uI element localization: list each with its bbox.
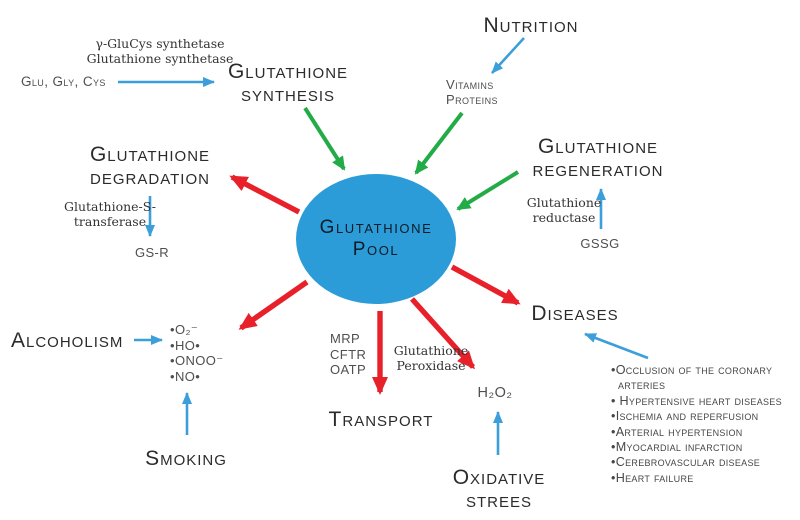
diseases-list: •Occlusion of the coronary arteries • Hy… — [611, 363, 789, 486]
substrates-label: Glu, Gly, Cys — [21, 74, 106, 89]
vitamins-line: Vitamins — [446, 77, 494, 92]
degradation-label-line2: degradation — [90, 166, 210, 189]
transporter-mrp: MRP — [330, 331, 361, 346]
gssg-label: GSSG — [580, 236, 620, 251]
glutathione-pool-node: Glutathione Pool — [296, 174, 456, 304]
transporter-cftr: CFTR — [330, 346, 367, 362]
glutathione-synthetase-line: Glutathione synthetase — [86, 50, 234, 66]
synthesis-label-line2: synthesis — [240, 83, 336, 106]
oxidative-stress-label: Oxidative strees — [453, 466, 546, 512]
synthesis-enzymes-label: γ-GluCys synthetase Glutathione syntheta… — [86, 36, 234, 66]
peroxidase-line1: Glutathione — [393, 343, 469, 358]
peroxidase-line2: Peroxidase — [396, 357, 466, 373]
disease-item-occlusion: •Occlusion of the coronary arteries — [611, 363, 773, 393]
arrow-nutrition-to-vitamins — [491, 37, 525, 74]
alcoholism-label: Alcoholism — [11, 329, 124, 352]
degradation-label-line1: Glutathione — [89, 143, 211, 166]
pool-label-line1: Glutathione — [319, 217, 433, 238]
radical-nitric-oxide: •NO• — [170, 368, 201, 384]
free-radicals-list: •O₂⁻ •HO• •ONOO⁻ •NO• — [170, 322, 224, 384]
regeneration-label-line1: Glutathione — [537, 135, 659, 158]
radical-hydroxyl: •HO• — [170, 337, 201, 353]
disease-item-cerebrovascular: •Cerebrovascular disease — [611, 455, 761, 470]
gsr-label: GS-R — [134, 245, 170, 260]
oxidative-line1: Oxidative — [452, 466, 546, 489]
glutathione-synthesis-label: Glutathione synthesis — [228, 60, 348, 106]
arrow-regeneration-to-pool — [456, 170, 520, 211]
proteins-line: Proteins — [446, 92, 498, 107]
h2o2-label: H₂O₂ — [477, 385, 513, 401]
nutrition-label: Nutrition — [483, 14, 579, 37]
vitamins-proteins-label: Vitamins Proteins — [446, 77, 498, 107]
transferase-line2: transferase — [73, 213, 147, 229]
pool-label-line2: Pool — [352, 239, 400, 260]
reductase-line2: reductase — [532, 209, 596, 225]
arrow-vitamins-to-pool — [414, 111, 464, 175]
glutathione-degradation-label: Glutathione degradation — [90, 143, 210, 189]
disease-item-hypertensive-heart: • Hypertensive heart diseases — [611, 393, 782, 408]
disease-item-heart-failure: •Heart failure — [611, 470, 694, 485]
arrow-pool-to-degradation — [229, 174, 301, 215]
diseases-label: Diseases — [531, 302, 619, 325]
smoking-label: Smoking — [145, 447, 227, 470]
arrow-pool-to-diseases — [450, 264, 521, 306]
synthesis-label-line1: Glutathione — [227, 60, 349, 83]
transferase-label: Glutathione-S- transferase — [63, 199, 157, 229]
arrow-synthesis-to-pool — [303, 106, 346, 171]
transferase-line1: Glutathione-S- — [63, 199, 157, 214]
radical-superoxide: •O₂⁻ — [170, 322, 199, 337]
arrow-diseaselist-to-diseases — [584, 332, 649, 360]
glutathione-regeneration-label: Glutathione regeneration — [533, 135, 664, 181]
oxidative-line2: strees — [465, 489, 533, 512]
radical-peroxynitrite: •ONOO⁻ — [170, 353, 224, 368]
disease-item-ischemia: •Ischemia and reperfusion — [611, 409, 759, 424]
disease-item-arterial-hypertension: •Arterial hypertension — [611, 424, 743, 439]
disease-item-myocardial-infarction: •Myocardial infarction — [611, 440, 743, 455]
reductase-line1: Glutathione — [526, 195, 602, 210]
arrow-pool-to-radicals — [238, 279, 309, 331]
reductase-label: Glutathione reductase — [526, 195, 602, 225]
regeneration-label-line2: regeneration — [532, 158, 664, 181]
glucys-synthetase-line: γ-GluCys synthetase — [95, 36, 225, 51]
transporters-list: MRP CFTR OATP — [330, 331, 366, 378]
transporter-oatp: OATP — [330, 362, 367, 377]
peroxidase-label: Glutathione Peroxidase — [393, 343, 469, 373]
transport-label: Transport — [328, 408, 434, 431]
